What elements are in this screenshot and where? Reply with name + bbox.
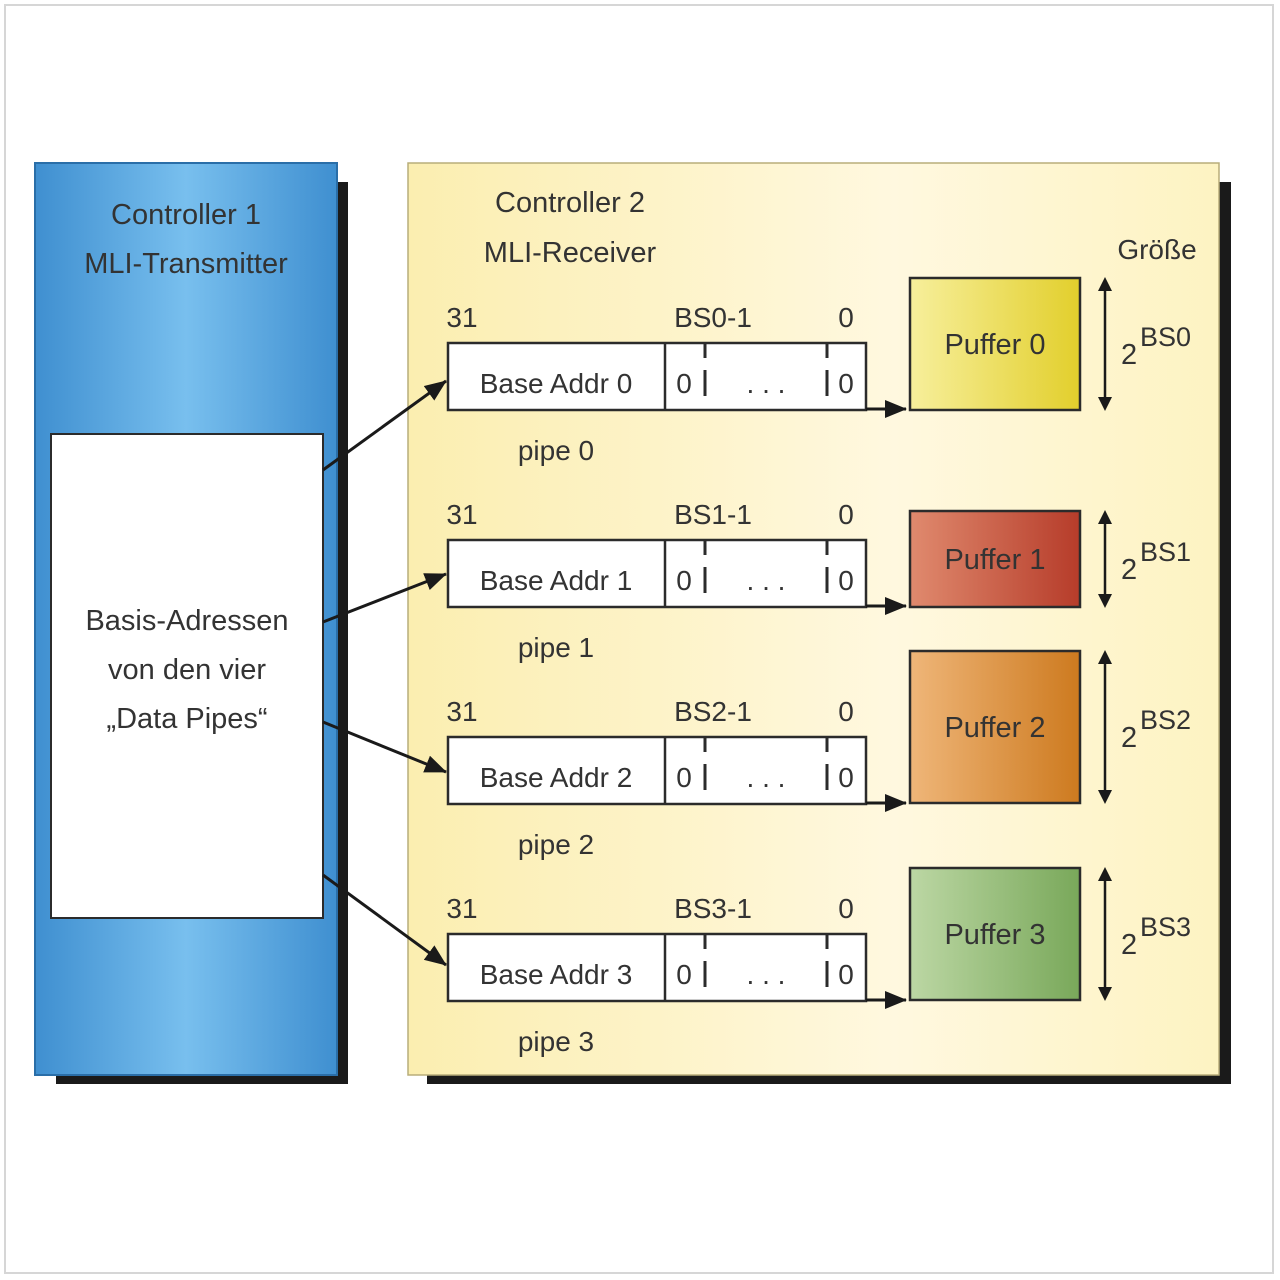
ellipsis: . . . bbox=[747, 368, 786, 399]
pipe-label: pipe 2 bbox=[518, 829, 594, 860]
size-base: 2 bbox=[1121, 929, 1137, 961]
transmitter-title-line2: MLI-Transmitter bbox=[84, 248, 288, 280]
size-base: 2 bbox=[1121, 722, 1137, 754]
arrow-to-base-2 bbox=[322, 720, 447, 774]
size-header: Größe bbox=[1117, 234, 1196, 265]
transmitter-panel: Controller 1 MLI-Transmitter Basis-Adres… bbox=[34, 162, 348, 1084]
base-addr-label: Base Addr 2 bbox=[480, 762, 633, 793]
buffer-box bbox=[908, 509, 1082, 609]
base-register bbox=[446, 735, 868, 806]
buffer-box bbox=[908, 866, 1082, 1002]
arrow-to-base-3 bbox=[322, 873, 447, 967]
base-register bbox=[446, 341, 868, 412]
outer-frame bbox=[4, 4, 1274, 1274]
bit-label-bs: BS1-1 bbox=[674, 499, 752, 530]
bit-label-msb: 31 bbox=[446, 893, 477, 924]
bit-label-msb: 31 bbox=[446, 302, 477, 333]
zero-bit-right: 0 bbox=[838, 959, 854, 990]
buffer-box bbox=[908, 276, 1082, 412]
base-register bbox=[446, 932, 868, 1003]
ellipsis: . . . bbox=[747, 565, 786, 596]
size-base: 2 bbox=[1121, 554, 1137, 586]
size-exponent: BS3 bbox=[1140, 912, 1191, 942]
base-register bbox=[446, 538, 868, 609]
zero-bit-left: 0 bbox=[676, 565, 692, 596]
size-base: 2 bbox=[1121, 339, 1137, 371]
buffer-label: Puffer 0 bbox=[944, 329, 1045, 361]
zero-bit-left: 0 bbox=[676, 959, 692, 990]
arrow-to-base-1 bbox=[322, 572, 447, 624]
bit-label-lsb: 0 bbox=[838, 302, 854, 333]
base-addr-label: Base Addr 3 bbox=[480, 959, 633, 990]
base-addr-label: Base Addr 0 bbox=[480, 368, 633, 399]
bit-label-msb: 31 bbox=[446, 499, 477, 530]
ellipsis: . . . bbox=[747, 762, 786, 793]
arrow-to-base-0 bbox=[322, 379, 447, 472]
receiver-background bbox=[407, 162, 1220, 1076]
pipe-label: pipe 0 bbox=[518, 435, 594, 466]
buffer-label: Puffer 3 bbox=[944, 919, 1045, 951]
zero-bit-left: 0 bbox=[676, 368, 692, 399]
pipe-label: pipe 3 bbox=[518, 1026, 594, 1057]
bit-label-bs: BS3-1 bbox=[674, 893, 752, 924]
bit-label-msb: 31 bbox=[446, 696, 477, 727]
buffer-box bbox=[908, 649, 1082, 805]
connection-arrows bbox=[322, 379, 447, 967]
pipe-label: pipe 1 bbox=[518, 632, 594, 663]
zero-bit-right: 0 bbox=[838, 368, 854, 399]
base-address-line1: Basis-Adressen bbox=[85, 605, 288, 637]
buffer-label: Puffer 2 bbox=[944, 712, 1045, 744]
size-exponent: BS0 bbox=[1140, 322, 1191, 352]
zero-bit-left: 0 bbox=[676, 762, 692, 793]
buffer-label: Puffer 1 bbox=[944, 544, 1045, 576]
zero-bit-right: 0 bbox=[838, 762, 854, 793]
size-exponent: BS2 bbox=[1140, 705, 1191, 735]
bit-label-bs: BS2-1 bbox=[674, 696, 752, 727]
receiver-title-line2: MLI-Receiver bbox=[484, 237, 657, 269]
bit-label-bs: BS0-1 bbox=[674, 302, 752, 333]
base-address-line3: „Data Pipes“ bbox=[106, 703, 267, 735]
base-address-box bbox=[50, 433, 324, 919]
transmitter-title-line1: Controller 1 bbox=[111, 199, 261, 231]
base-address-line2: von den vier bbox=[108, 654, 266, 686]
base-addr-label: Base Addr 1 bbox=[480, 565, 633, 596]
bit-label-lsb: 0 bbox=[838, 893, 854, 924]
bit-label-lsb: 0 bbox=[838, 499, 854, 530]
size-exponent: BS1 bbox=[1140, 537, 1191, 567]
bit-label-lsb: 0 bbox=[838, 696, 854, 727]
receiver-title-line1: Controller 2 bbox=[495, 187, 645, 219]
ellipsis: . . . bbox=[747, 959, 786, 990]
zero-bit-right: 0 bbox=[838, 565, 854, 596]
